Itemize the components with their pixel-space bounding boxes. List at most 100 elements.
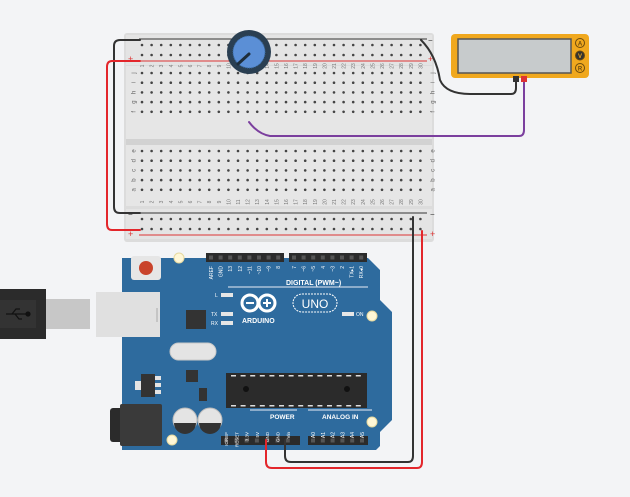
- terminal-hole[interactable]: [198, 159, 201, 162]
- terminal-hole[interactable]: [342, 71, 345, 75]
- terminal-hole[interactable]: [332, 188, 336, 192]
- terminal-hole[interactable]: [207, 81, 211, 84]
- terminal-hole[interactable]: [255, 188, 259, 192]
- rail-hole[interactable]: [371, 43, 374, 47]
- terminal-hole[interactable]: [409, 149, 413, 153]
- terminal-hole[interactable]: [150, 71, 153, 75]
- terminal-hole[interactable]: [169, 81, 173, 84]
- terminal-hole[interactable]: [217, 178, 221, 182]
- terminal-hole[interactable]: [380, 91, 384, 94]
- terminal-hole[interactable]: [227, 188, 230, 192]
- rail-hole[interactable]: [313, 53, 317, 57]
- terminal-hole[interactable]: [275, 110, 278, 114]
- rail-hole[interactable]: [236, 217, 240, 221]
- terminal-hole[interactable]: [409, 71, 413, 75]
- terminal-hole[interactable]: [188, 178, 192, 182]
- rail-hole[interactable]: [150, 227, 153, 231]
- terminal-hole[interactable]: [188, 149, 192, 153]
- terminal-hole[interactable]: [236, 149, 240, 153]
- terminal-hole[interactable]: [275, 91, 278, 94]
- terminal-hole[interactable]: [255, 159, 259, 162]
- terminal-hole[interactable]: [217, 159, 221, 162]
- terminal-hole[interactable]: [255, 149, 259, 153]
- terminal-hole[interactable]: [227, 91, 230, 94]
- terminal-hole[interactable]: [390, 110, 393, 114]
- terminal-hole[interactable]: [265, 159, 269, 162]
- terminal-hole[interactable]: [159, 100, 163, 104]
- terminal-hole[interactable]: [419, 81, 422, 84]
- wire-black-left-rail[interactable]: [113, 39, 141, 214]
- digital-header-left[interactable]: [206, 253, 284, 262]
- terminal-hole[interactable]: [198, 110, 201, 114]
- terminal-hole[interactable]: [150, 178, 153, 182]
- potentiometer[interactable]: [227, 30, 271, 74]
- terminal-hole[interactable]: [275, 188, 278, 192]
- terminal-hole[interactable]: [342, 91, 345, 94]
- rail-hole[interactable]: [140, 53, 144, 57]
- terminal-hole[interactable]: [409, 188, 413, 192]
- terminal-hole[interactable]: [323, 188, 326, 192]
- rail-hole[interactable]: [207, 227, 211, 231]
- terminal-hole[interactable]: [284, 81, 288, 84]
- rail-hole[interactable]: [351, 227, 355, 231]
- rail-hole[interactable]: [140, 227, 144, 231]
- rail-hole[interactable]: [198, 53, 201, 57]
- terminal-hole[interactable]: [179, 159, 182, 162]
- multimeter-probe-positive[interactable]: [521, 76, 527, 82]
- terminal-hole[interactable]: [275, 149, 278, 153]
- terminal-hole[interactable]: [198, 188, 201, 192]
- terminal-hole[interactable]: [323, 71, 326, 75]
- terminal-hole[interactable]: [265, 81, 269, 84]
- rail-hole[interactable]: [361, 227, 365, 231]
- rail-hole[interactable]: [169, 217, 173, 221]
- terminal-hole[interactable]: [342, 81, 345, 84]
- rail-hole[interactable]: [342, 217, 345, 221]
- terminal-hole[interactable]: [294, 91, 297, 94]
- rail-hole[interactable]: [399, 53, 403, 57]
- terminal-hole[interactable]: [323, 159, 326, 162]
- terminal-hole[interactable]: [150, 100, 153, 104]
- terminal-hole[interactable]: [390, 100, 393, 104]
- terminal-hole[interactable]: [303, 91, 307, 94]
- terminal-hole[interactable]: [361, 178, 365, 182]
- terminal-hole[interactable]: [188, 188, 192, 192]
- terminal-hole[interactable]: [303, 159, 307, 162]
- terminal-hole[interactable]: [179, 110, 182, 114]
- terminal-hole[interactable]: [265, 71, 269, 75]
- rail-hole[interactable]: [227, 217, 230, 221]
- terminal-hole[interactable]: [140, 91, 144, 94]
- terminal-hole[interactable]: [294, 178, 297, 182]
- rail-hole[interactable]: [179, 53, 182, 57]
- header-pin[interactable]: [360, 438, 364, 443]
- terminal-hole[interactable]: [323, 110, 326, 114]
- terminal-hole[interactable]: [246, 169, 249, 172]
- terminal-hole[interactable]: [140, 71, 144, 75]
- terminal-hole[interactable]: [275, 71, 278, 75]
- terminal-hole[interactable]: [159, 159, 163, 162]
- rail-hole[interactable]: [198, 227, 201, 231]
- multimeter-mode-a-button[interactable]: [575, 38, 585, 48]
- rail-hole[interactable]: [390, 53, 393, 57]
- terminal-hole[interactable]: [284, 100, 288, 104]
- terminal-hole[interactable]: [303, 149, 307, 153]
- rail-hole[interactable]: [188, 43, 192, 47]
- terminal-hole[interactable]: [419, 188, 422, 192]
- terminal-hole[interactable]: [179, 81, 182, 84]
- rail-hole[interactable]: [188, 217, 192, 221]
- terminal-hole[interactable]: [371, 149, 374, 153]
- terminal-hole[interactable]: [419, 159, 422, 162]
- rail-hole[interactable]: [159, 217, 163, 221]
- rail-hole[interactable]: [361, 53, 365, 57]
- terminal-hole[interactable]: [313, 159, 317, 162]
- terminal-hole[interactable]: [399, 110, 403, 114]
- terminal-hole[interactable]: [323, 91, 326, 94]
- terminal-hole[interactable]: [351, 169, 355, 172]
- terminal-hole[interactable]: [217, 91, 221, 94]
- rail-hole[interactable]: [361, 43, 365, 47]
- terminal-hole[interactable]: [159, 110, 163, 114]
- rail-hole[interactable]: [294, 227, 297, 231]
- rail-hole[interactable]: [390, 217, 393, 221]
- terminal-hole[interactable]: [313, 149, 317, 153]
- terminal-hole[interactable]: [169, 149, 173, 153]
